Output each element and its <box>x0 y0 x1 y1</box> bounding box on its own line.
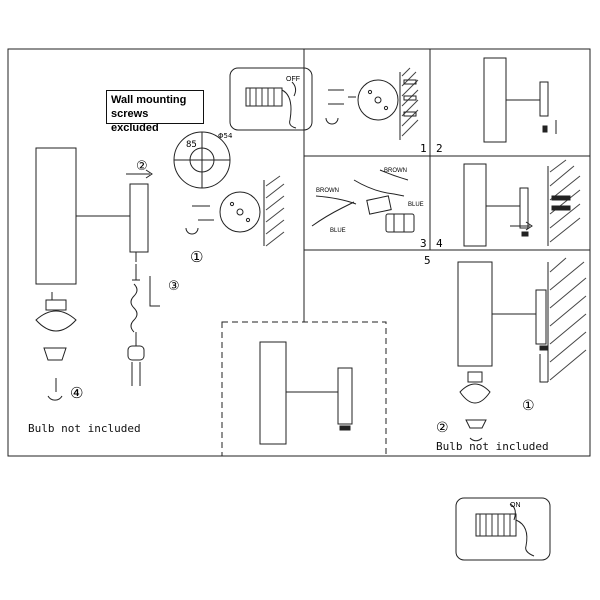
lamp-panel-5 <box>457 257 587 442</box>
lamp-main <box>35 147 160 401</box>
wire-label-blue-2: BLUE <box>408 202 424 208</box>
wire-label-brown-1: BROWN <box>316 188 339 194</box>
switch-off-label: OFF <box>286 76 300 83</box>
step-marker-right-1: ① <box>522 398 535 414</box>
step-marker-3: ③ <box>168 279 180 294</box>
wire-label-brown-2: BROWN <box>384 168 407 174</box>
bulb-note-right: Bulb not included <box>436 440 549 453</box>
lamp-panel-2 <box>483 57 557 143</box>
step-marker-right-2: ② <box>436 420 449 436</box>
mounting-plate-main <box>185 175 285 247</box>
dashed-panel <box>221 321 387 457</box>
panel-number-4: 4 <box>436 237 443 250</box>
arrows <box>55 169 533 388</box>
panel-number-5: 5 <box>424 254 431 267</box>
panel-number-1: 1 <box>420 142 427 155</box>
ceiling-plate-top <box>325 67 419 140</box>
step-marker-1: ① <box>190 248 203 266</box>
step-marker-4: ④ <box>70 384 83 402</box>
wall-mounting-note: Wall mounting screws excluded <box>106 90 204 134</box>
mounting-plate-dimensioned <box>173 131 231 189</box>
switch-off-detail <box>229 67 313 131</box>
diagram-frame <box>7 48 591 457</box>
plate-dimension-a: 85 <box>186 140 197 150</box>
wire-label-blue-1: BLUE <box>330 228 346 234</box>
panel-number-3: 3 <box>420 237 427 250</box>
plate-dimension-b: Φ54 <box>218 132 233 140</box>
lamp-dashed-panel <box>259 341 353 445</box>
bulb-note-left: Bulb not included <box>28 422 141 435</box>
switch-on-detail <box>455 497 551 561</box>
wiring-detail <box>311 169 415 233</box>
wall-mounting-line-1: Wall mounting <box>111 94 187 106</box>
wall-mounting-line-2: screws excluded <box>111 108 159 134</box>
switch-on-label: ON <box>510 502 521 509</box>
panel-number-2: 2 <box>436 142 443 155</box>
step-marker-2: ② <box>136 159 148 174</box>
lamp-panel-4 <box>463 159 581 247</box>
